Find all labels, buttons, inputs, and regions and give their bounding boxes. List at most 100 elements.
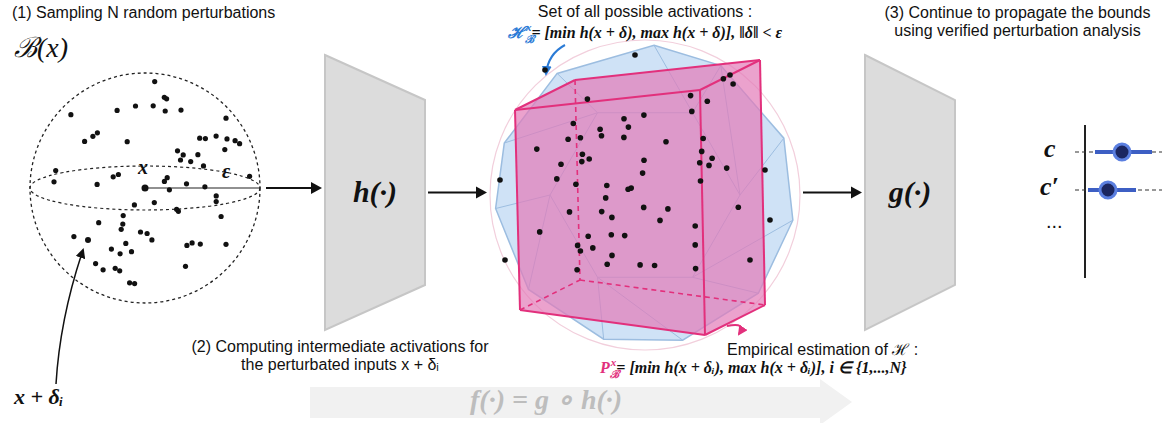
activation-dot <box>599 209 605 215</box>
activation-dot <box>724 165 730 171</box>
activation-dot <box>574 267 580 273</box>
activation-dot <box>632 52 638 58</box>
empirical-box: Empirical estimation of ℋ :Pℬx= [min h(x… <box>515 60 765 335</box>
activation-dot <box>641 158 647 164</box>
text-line: ℋℬx= [min h(x + δ), max h(x + δ)], ‖δ‖ <… <box>508 21 782 43</box>
activation-dot <box>637 262 643 268</box>
activation-dot <box>700 136 706 142</box>
sample-dot <box>93 261 98 266</box>
activation-dot <box>586 156 592 162</box>
sample-dot <box>123 241 128 246</box>
activation-dot <box>721 76 727 82</box>
sample-dot <box>190 240 195 245</box>
callout-arrow <box>727 325 741 334</box>
node-text: Set of all possible activations : <box>538 3 752 20</box>
node-text: Empirical estimation of ℋ : <box>727 341 918 358</box>
activation-dot <box>502 257 508 263</box>
sample-dot <box>167 187 172 192</box>
sample-dot <box>95 182 100 187</box>
sample-dot <box>115 108 120 113</box>
sample-dot <box>163 108 168 113</box>
activation-dot <box>767 217 773 223</box>
sample-dot <box>132 281 137 286</box>
node-text: = [min h(x + δᵢ), max h(x + δᵢ)], i ∈ {1… <box>616 359 906 376</box>
activation-dot <box>730 81 736 87</box>
activation-dot <box>585 96 591 102</box>
activation-dot <box>697 160 703 166</box>
activation-dot <box>657 218 663 224</box>
sample-dot <box>96 220 101 225</box>
dashed-guide <box>1075 189 1162 190</box>
ball-outline <box>30 73 260 303</box>
box-edge <box>515 90 700 110</box>
box-edge-hidden <box>580 280 765 305</box>
activation-dot <box>688 93 694 99</box>
sample-dot <box>145 231 150 236</box>
sample-dot <box>152 79 157 84</box>
class-label: c <box>1044 134 1056 164</box>
encoder-block: h(·) <box>325 55 425 330</box>
activation-dot <box>609 215 615 221</box>
sample-dot <box>125 139 130 144</box>
activation-dot <box>641 112 647 118</box>
sample-dot <box>95 130 100 135</box>
activation-dot <box>497 177 503 183</box>
sample-dot <box>203 136 208 141</box>
block-trapezoid <box>325 55 425 330</box>
activation-dot <box>567 209 573 215</box>
sample-dot <box>101 267 106 272</box>
activation-dot <box>626 124 632 130</box>
activation-dot <box>580 152 586 158</box>
node-text: ℬ(x) <box>14 32 68 63</box>
activation-dot <box>736 205 742 211</box>
activation-dot <box>625 187 631 193</box>
sample-dot <box>174 207 179 212</box>
sample-dot <box>247 174 252 179</box>
sample-dot <box>138 229 143 234</box>
flow-line <box>266 187 313 189</box>
sample-label: x + δᵢ <box>14 384 64 410</box>
sample-dot <box>178 157 183 162</box>
activation-dot <box>693 266 699 272</box>
activation-dot <box>640 170 646 176</box>
radius-label: ε <box>222 160 230 183</box>
arrow-head <box>851 187 862 199</box>
sample-dot <box>195 152 200 157</box>
leader-line <box>56 250 83 384</box>
sample-dot <box>119 227 124 232</box>
point-label: x <box>138 156 148 179</box>
text-line: Pℬx= [min h(x + δᵢ), max h(x + δᵢ)], i ∈… <box>600 358 907 377</box>
activation-dot <box>599 133 605 139</box>
activation-dot <box>571 121 577 127</box>
block-trapezoid <box>865 55 955 330</box>
sample-dot <box>71 234 76 239</box>
sample-dot <box>120 222 125 227</box>
center-dot <box>142 185 149 192</box>
score-dot <box>1114 144 1130 160</box>
activation-dot <box>692 242 698 248</box>
box-fill <box>515 60 765 335</box>
node-text: g(·) <box>889 175 931 208</box>
sample-dot <box>237 141 242 146</box>
sample-dot <box>109 247 114 252</box>
activation-dot <box>747 257 753 263</box>
activation-dot <box>578 135 584 141</box>
sample-dot <box>197 136 202 141</box>
box-edge <box>575 60 760 80</box>
activation-dot <box>609 232 615 238</box>
activation-dot <box>573 182 579 188</box>
empirical-box-outline <box>515 60 765 335</box>
sample-dot <box>219 214 224 219</box>
sample-dot <box>53 168 58 173</box>
box-edge <box>705 305 765 335</box>
flow-arrow <box>428 187 487 199</box>
box-edge <box>700 60 760 90</box>
sample-dot <box>118 251 123 256</box>
hull-ring <box>490 40 800 350</box>
sample-dot <box>201 163 206 168</box>
activation-dot <box>603 195 609 201</box>
activation-dot <box>705 98 711 104</box>
flow-arrow <box>803 187 862 199</box>
sample-dot <box>132 202 137 207</box>
box-edge <box>700 90 705 335</box>
